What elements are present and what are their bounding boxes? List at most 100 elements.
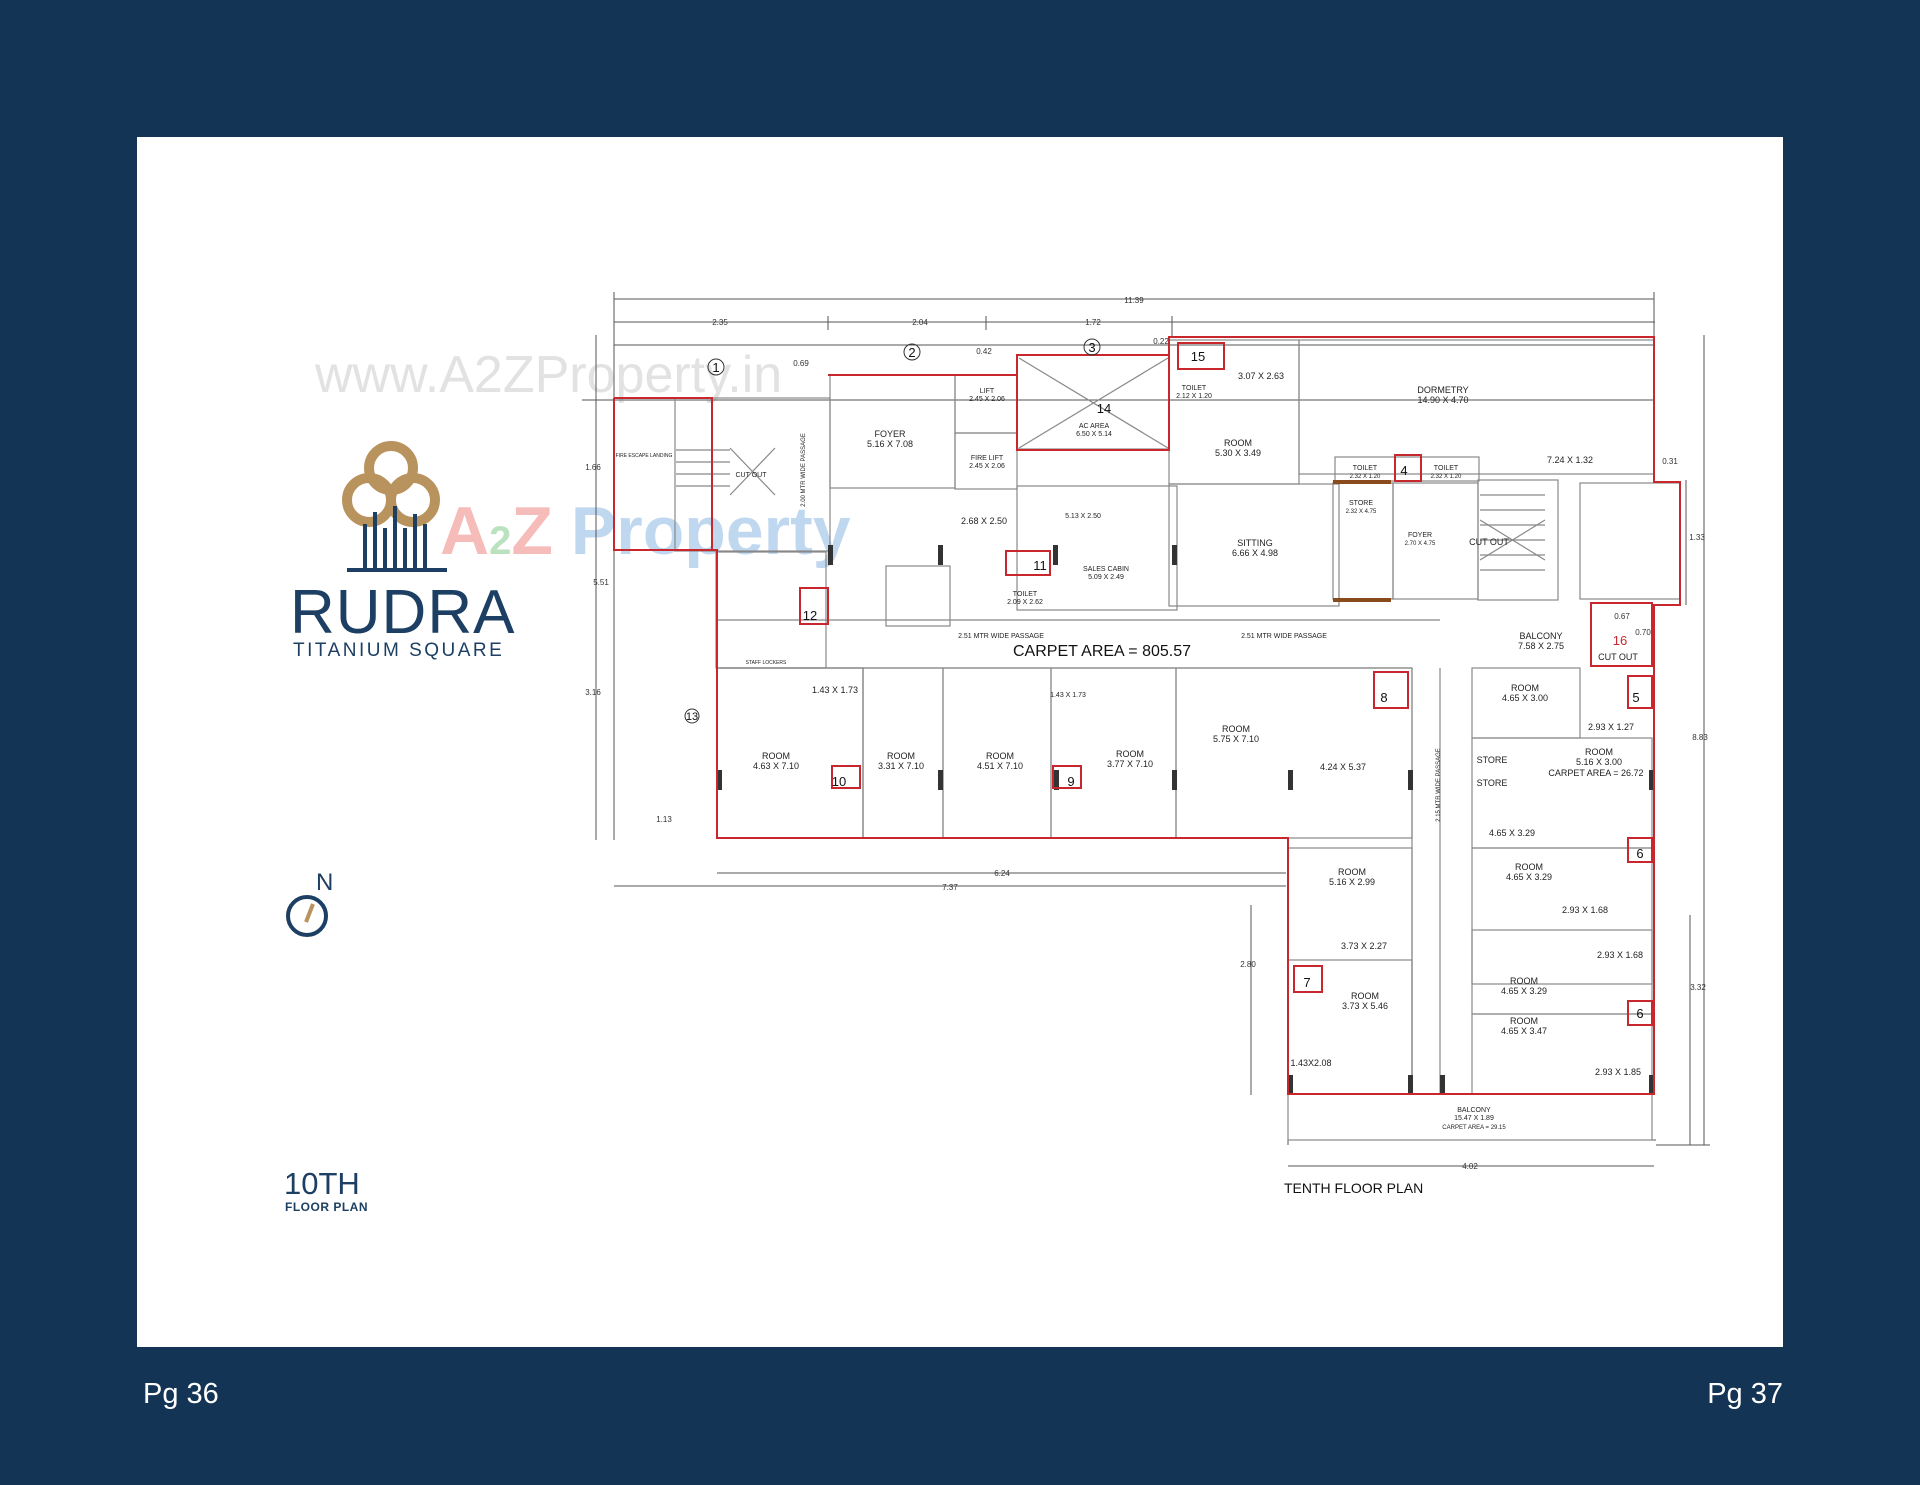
room-3-dim: 3.31 X 7.10 [878,761,924,771]
dim-0-31: 0.31 [1662,457,1678,466]
room-7-label: ROOM [1222,724,1250,734]
cutout-number-11: 11 [1033,558,1047,573]
balcony-2-label: BALCONY [1457,1107,1491,1114]
floor-number-label: 10TH [284,1166,360,1201]
dim-0-69: 0.69 [793,359,809,368]
room-11-dim: 5.16 X 3.00 [1576,757,1622,767]
passage-d-label: 2.15 MTR WIDE PASSAGE [1436,748,1442,822]
grid-marker-1: 1 [712,360,719,375]
room-19-label: ROOM [1338,867,1366,877]
room-13-label: ROOM [1515,862,1543,872]
balcony-dim: 7.58 X 2.75 [1518,641,1564,651]
lobby-dim: 2.68 X 2.50 [961,516,1007,526]
page-number-left: Pg 36 [143,1378,219,1410]
room-9-label: ROOM [1511,683,1539,693]
toilet-a-dim: 2.12 X 1.20 [1176,393,1212,400]
room-6-dim: 3.77 X 7.10 [1107,759,1153,769]
cutout-number-16: 16 [1613,633,1627,648]
brand-name: RUDRA [290,578,516,647]
room-3-label: ROOM [887,751,915,761]
dim-1-33: 1.33 [1689,533,1705,542]
foyer-2-dim: 2.70 X 4.75 [1405,541,1436,547]
room-2-dim: 4.63 X 7.10 [753,761,799,771]
room-14-dim: 2.93 X 1.68 [1562,905,1608,915]
watermark-logo-2: 2 [489,519,512,563]
dim-2-04: 2.04 [912,318,928,327]
grid-marker-13: 13 [686,711,698,723]
brand-tagline: TITANIUM SQUARE [293,640,505,661]
grid-marker-2: 2 [908,345,915,360]
room-20-dim: 3.73 X 2.27 [1341,941,1387,951]
staff-lockers-label: STAFF LOCKERS [746,660,787,666]
room-4-label: ROOM [986,751,1014,761]
room-12-dim: 4.65 X 3.29 [1489,828,1535,838]
foyer-2-label: FOYER [1408,532,1432,539]
dim-7-24: 7.24 X 1.32 [1547,455,1593,465]
dim-1-72: 1.72 [1085,318,1101,327]
room-17-label: ROOM [1510,1016,1538,1026]
lift-label: LIFT [980,388,995,395]
passage-c-label: 2.51 MTR WIDE PASSAGE [1241,633,1327,640]
room-7-dim: 5.75 X 7.10 [1213,734,1259,744]
cutout-number-14: 14 [1097,401,1111,416]
fire-escape-label: FIRE ESCAPE LANDING [616,453,673,459]
room-11-label: ROOM [1585,747,1613,757]
dim-overall: 11.39 [1124,296,1144,305]
room-16-label: ROOM [1510,976,1538,986]
room-21-dim: 3.73 X 5.46 [1342,1001,1388,1011]
dim-0-70: 0.70 [1635,628,1651,637]
toilet-c-label: TOILET [1353,465,1378,472]
dim-8-83: 8.83 [1692,733,1708,742]
compass-label: N [316,869,333,896]
watermark-url: www.A2ZProperty.in [315,346,783,404]
dormetry-dim: 14.90 X 4.70 [1417,395,1468,405]
floor-caption-label: FLOOR PLAN [285,1200,368,1214]
dim-2-80: 2.80 [1240,960,1256,969]
cutout-number-15: 15 [1191,349,1205,364]
dim-0-42: 0.42 [976,347,992,356]
lift-dim: 2.45 X 2.06 [969,396,1005,403]
ac-area-label: AC AREA [1079,423,1110,430]
plan-title: TENTH FLOOR PLAN [1284,1180,1423,1196]
cutout-number-6a: 6 [1636,846,1643,861]
cutout-number-4: 4 [1400,463,1407,478]
dim-0-22: 0.22 [1153,337,1169,346]
dim-6-24: 6.24 [994,869,1010,878]
room-b-dim: 5.30 X 3.49 [1215,448,1261,458]
north-compass-icon: N [286,869,333,937]
passage-a-label: 2.00 MTR WIDE PASSAGE [801,433,807,507]
carpet-area-total: CARPET AREA = 805.57 [1013,643,1191,660]
room-1-dim: 1.43 X 1.73 [812,685,858,695]
store-a-label: STORE [1349,500,1373,507]
cutout-label-b: CUT OUT [1469,537,1509,547]
small-room-dim: 5.13 X 2.50 [1065,513,1101,520]
dim-3-16: 3.16 [585,688,601,697]
room-21-label: ROOM [1351,991,1379,1001]
passage-b-label: 2.51 MTR WIDE PASSAGE [958,633,1044,640]
room-10-dim: 2.93 X 1.27 [1588,722,1634,732]
cutout-number-5: 5 [1632,690,1639,705]
cutout-number-12: 12 [803,608,817,623]
room-8-dim: 4.24 X 5.37 [1320,762,1366,772]
toilet-b-label: TOILET [1013,591,1038,598]
cutout-number-10: 10 [832,774,846,789]
toilet-c-dim: 2.32 X 1.20 [1350,474,1381,480]
toilet-d-label: TOILET [1434,465,1459,472]
fire-lift-dim: 2.45 X 2.06 [969,463,1005,470]
sales-cabin-dim: 5.09 X 2.49 [1088,574,1124,581]
room-15-dim: 2.93 X 1.68 [1597,950,1643,960]
sitting-dim: 6.66 X 4.98 [1232,548,1278,558]
fire-lift-label: FIRE LIFT [971,455,1004,462]
ac-area-dim: 6.50 X 5.14 [1076,431,1112,438]
store-a-dim: 2.32 X 4.75 [1346,509,1377,515]
room-a-dim: 3.07 X 2.63 [1238,371,1284,381]
cutout-label-c: CUT OUT [1598,652,1638,662]
room-4-dim: 4.51 X 7.10 [977,761,1023,771]
foyer-label: FOYER [874,429,906,439]
dim-4-02: 4.02 [1462,1162,1478,1171]
room-b-label: ROOM [1224,438,1252,448]
rudra-logo-icon [342,441,447,572]
room-2-label: ROOM [762,751,790,761]
toilet-d-dim: 2.32 X 1.20 [1431,474,1462,480]
